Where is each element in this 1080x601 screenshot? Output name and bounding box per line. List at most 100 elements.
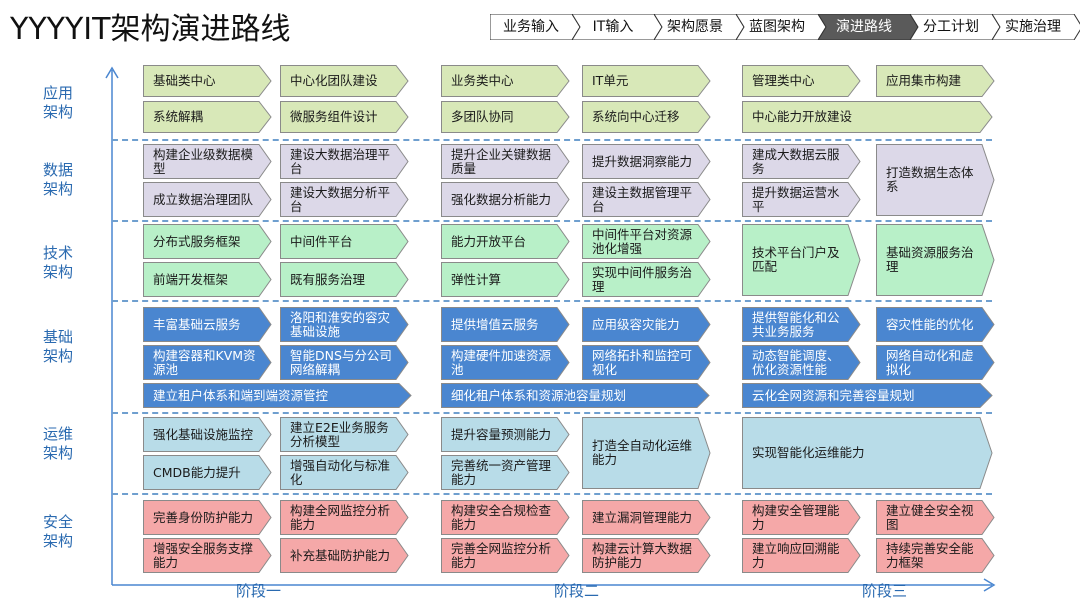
ops-roadmap-item: 提升容量预测能力 (441, 417, 570, 452)
roadmap-item-label: 补充基础防护能力 (290, 547, 391, 563)
roadmap-item-label: 系统解耦 (153, 109, 204, 124)
app-roadmap-item: 系统解耦 (143, 101, 272, 133)
app-roadmap-item: 基础类中心 (143, 65, 272, 97)
roadmap-item-label: 完善全网监控分析能力 (451, 540, 552, 570)
app-roadmap-item: 微服务组件设计 (280, 101, 409, 133)
roadmap-item-label: 构建云计算大数据防护能力 (592, 540, 693, 570)
ops-roadmap-item: 打造全自动化运维能力 (582, 417, 711, 489)
sec-roadmap-item: 增强安全服务支撑能力 (143, 538, 272, 573)
tech-roadmap-item: 弹性计算 (441, 262, 570, 297)
infra-roadmap-item: 细化租户体系和资源池容量规划 (441, 383, 710, 408)
layer-label-2: 数据 架构 (42, 161, 73, 198)
roadmap-item-label: 前端开发框架 (153, 271, 229, 287)
tech-roadmap-item: 实现中间件服务治理 (582, 262, 711, 297)
tech-roadmap-item: 既有服务治理 (280, 262, 409, 297)
roadmap-item-label: 丰富基础云服务 (153, 316, 241, 332)
roadmap-item-label: 提供智能化和公共业务服务 (752, 309, 840, 339)
ops-roadmap-item: CMDB能力提升 (143, 455, 272, 490)
breadcrumb-step-7[interactable]: 实施治理 (992, 14, 1080, 40)
roadmap-item-label: 建立漏洞管理能力 (592, 509, 693, 525)
ops-roadmap-item: 增强自动化与标准化 (280, 455, 409, 490)
roadmap-item-label: 建设主数据管理平台 (592, 184, 693, 214)
tech-roadmap-item: 中间件平台对资源池化增强 (582, 224, 711, 259)
infra-roadmap-item: 洛阳和淮安的容灾基础设施 (280, 307, 409, 342)
roadmap-item-label: 强化数据分析能力 (451, 191, 552, 207)
roadmap-item-label: 管理类中心 (752, 73, 815, 88)
roadmap-item-label: 网络自动化和虚拟化 (886, 347, 974, 377)
roadmap-item-label: 多团队协同 (451, 109, 514, 124)
breadcrumb-step-label: 分工计划 (923, 19, 979, 35)
sec-roadmap-item: 完善身份防护能力 (143, 500, 272, 535)
roadmap-item-label: 提升数据运营水平 (752, 184, 840, 214)
roadmap-item-label: 技术平台门户及匹配 (752, 245, 840, 274)
roadmap-item-label: 中间件平台 (290, 233, 353, 249)
sec-roadmap-item: 持续完善安全能力框架 (876, 538, 995, 573)
data-roadmap-item: 建设大数据分析平台 (280, 182, 409, 217)
app-roadmap-item: 中心能力开放建设 (742, 101, 993, 133)
breadcrumb-step-label: 演进路线 (836, 19, 892, 35)
sec-roadmap-item: 构建安全合规检查能力 (441, 500, 570, 535)
roadmap-item-label: 应用级容灾能力 (592, 316, 680, 332)
data-roadmap-item: 构建企业级数据模型 (143, 144, 272, 179)
tech-roadmap-item: 中间件平台 (280, 224, 409, 259)
breadcrumb-step-2[interactable]: IT输入 (572, 14, 662, 40)
tech-roadmap-item: 基础资源服务治理 (876, 224, 995, 296)
roadmap-item-label: 打造全自动化运维能力 (592, 438, 693, 467)
roadmap-item-label: 构建企业级数据模型 (153, 146, 254, 176)
breadcrumb-step-label: 业务输入 (503, 19, 559, 35)
infra-roadmap-item: 构建容器和KVM资源池 (143, 345, 272, 380)
layer-separator (112, 412, 992, 414)
layer-label-1: 应用 架构 (42, 84, 73, 121)
roadmap-item-label: 容灾性能的优化 (886, 316, 974, 332)
ops-roadmap-item: 建立E2E业务服务分析模型 (280, 417, 409, 452)
tech-roadmap-item: 前端开发框架 (143, 262, 272, 297)
roadmap-item-label: 弹性计算 (451, 271, 502, 287)
infra-roadmap-item: 丰富基础云服务 (143, 307, 272, 342)
roadmap-item-label: 系统向中心迁移 (592, 109, 680, 124)
roadmap-item-label: 构建安全管理能力 (752, 502, 840, 532)
roadmap-item-label: 分布式服务框架 (153, 233, 241, 249)
roadmap-item-label: 能力开放平台 (451, 233, 527, 249)
breadcrumb-step-5[interactable]: 演进路线 (818, 14, 918, 40)
infra-roadmap-item: 动态智能调度、优化资源性能 (742, 345, 861, 380)
infra-roadmap-item: 建立租户体系和端到端资源管控 (143, 383, 412, 408)
infra-roadmap-item: 容灾性能的优化 (876, 307, 995, 342)
roadmap-item-label: 提升企业关键数据质量 (451, 146, 552, 176)
data-roadmap-item: 打造数据生态体系 (876, 144, 995, 216)
app-roadmap-item: 应用集市构建 (876, 65, 995, 97)
roadmap-item-label: 基础资源服务治理 (886, 245, 974, 274)
roadmap-item-label: 中心化团队建设 (290, 73, 378, 88)
infra-roadmap-item: 提供增值云服务 (441, 307, 570, 342)
roadmap-item-label: 强化基础设施监控 (153, 426, 254, 442)
breadcrumb-step-1[interactable]: 业务输入 (490, 14, 580, 40)
breadcrumb-step-label: 实施治理 (1005, 19, 1061, 35)
roadmap-item-label: 细化租户体系和资源池容量规划 (451, 387, 627, 403)
roadmap-item-label: 网络拓扑和监控可视化 (592, 347, 693, 377)
sec-roadmap-item: 建立响应回溯能力 (742, 538, 861, 573)
roadmap-item-label: 打造数据生态体系 (886, 165, 974, 194)
roadmap-item-label: CMDB能力提升 (153, 464, 241, 480)
roadmap-item-label: 基础类中心 (153, 73, 216, 88)
tech-roadmap-item: 技术平台门户及匹配 (742, 224, 861, 296)
breadcrumb-step-4[interactable]: 蓝图架构 (736, 14, 826, 40)
data-roadmap-item: 提升数据洞察能力 (582, 144, 711, 179)
sec-roadmap-item: 建立漏洞管理能力 (582, 500, 711, 535)
infra-roadmap-item: 网络自动化和虚拟化 (876, 345, 995, 380)
breadcrumb-step-3[interactable]: 架构愿景 (654, 14, 744, 40)
app-roadmap-item: 业务类中心 (441, 65, 570, 97)
infra-roadmap-item: 构建硬件加速资源池 (441, 345, 570, 380)
roadmap-item-label: 增强安全服务支撑能力 (153, 540, 254, 570)
ops-roadmap-item: 强化基础设施监控 (143, 417, 272, 452)
infra-roadmap-item: 网络拓扑和监控可视化 (582, 345, 711, 380)
roadmap-item-label: 业务类中心 (451, 73, 514, 88)
roadmap-item-label: 提升数据洞察能力 (592, 153, 693, 169)
data-roadmap-item: 建设主数据管理平台 (582, 182, 711, 217)
roadmap-item-label: 云化全网资源和完善容量规划 (752, 387, 915, 403)
roadmap-item-label: 中心能力开放建设 (752, 109, 853, 124)
roadmap-item-label: 实现中间件服务治理 (592, 264, 693, 294)
roadmap-item-label: 建成大数据云服务 (752, 146, 840, 176)
breadcrumb-step-label: 蓝图架构 (749, 19, 805, 35)
breadcrumb-step-6[interactable]: 分工计划 (910, 14, 1000, 40)
tech-roadmap-item: 能力开放平台 (441, 224, 570, 259)
